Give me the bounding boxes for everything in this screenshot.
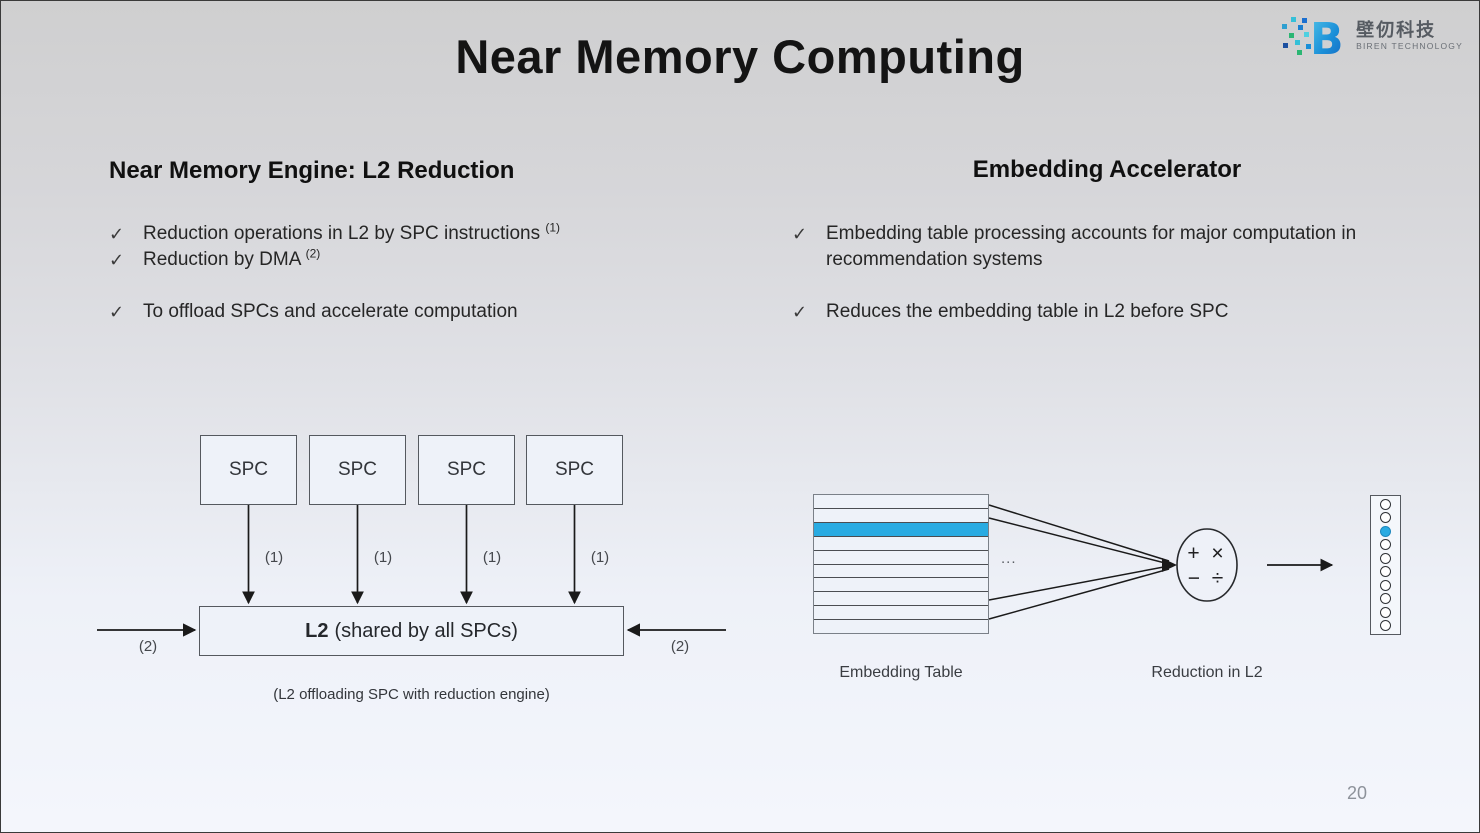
side-label-right: (2) [670, 638, 690, 655]
side-label-left: (2) [138, 638, 158, 655]
right-section-heading: Embedding Accelerator [972, 156, 1242, 183]
embedding-table-row [814, 495, 988, 509]
output-dot [1380, 606, 1391, 618]
output-dot [1380, 620, 1391, 632]
output-dot [1380, 539, 1391, 551]
check-icon: ✓ [792, 302, 808, 322]
spc-box-3: SPC [418, 435, 515, 505]
l2-box: L2 (shared by all SPCs) [199, 606, 624, 656]
arrow-label-2: (1) [373, 549, 393, 566]
logo-name-zh: 壁仞科技 [1356, 19, 1437, 40]
embedding-table-row [814, 592, 988, 607]
output-dot [1380, 566, 1391, 578]
output-dot [1380, 498, 1391, 510]
check-icon: ✓ [792, 224, 808, 244]
output-vector [1370, 495, 1401, 635]
check-icon: ✓ [109, 302, 125, 322]
left-section-heading: Near Memory Engine: L2 Reduction [109, 157, 515, 184]
arrow-label-3: (1) [482, 549, 502, 566]
left-diagram-caption: (L2 offloading SPC with reduction engine… [273, 686, 550, 703]
left-bullet-1: ✓ Reduction operations in L2 by SPC inst… [109, 221, 729, 247]
output-dot [1380, 579, 1391, 591]
operators-top: + × [1187, 542, 1227, 565]
page-number: 20 [1346, 783, 1368, 803]
arrow-label-1: (1) [264, 549, 284, 566]
embedding-table [813, 494, 989, 634]
left-bullet-2: ✓ Reduction by DMA (2) [109, 247, 729, 273]
embedding-table-label: Embedding Table [839, 664, 963, 681]
operators-bottom: − ÷ [1187, 567, 1227, 590]
embedding-table-row [814, 606, 988, 621]
svg-text:B: B [1310, 14, 1344, 60]
spc-label: SPC [446, 459, 487, 480]
bullet-text: To offload SPCs and accelerate computati… [143, 301, 518, 322]
output-dot [1380, 552, 1391, 564]
right-bullet-2: ✓ Reduces the embedding table in L2 befo… [792, 299, 1436, 325]
spc-label: SPC [337, 459, 378, 480]
biren-logo-icon: B [1282, 14, 1344, 60]
bullet-text: Reduction operations in L2 by SPC instru… [143, 220, 561, 244]
bullet-text: Reduces the embedding table in L2 before… [826, 301, 1229, 322]
right-bullet-1: ✓ Embedding table processing accounts fo… [792, 221, 1436, 273]
l2-box-title: L2 [305, 619, 329, 642]
embedding-table-row [814, 578, 988, 593]
footnote-marker: (2) [305, 246, 321, 261]
output-dot [1380, 512, 1391, 524]
output-dot-highlighted [1380, 525, 1391, 537]
spc-box-2: SPC [309, 435, 406, 505]
ellipsis-text: ... [1001, 550, 1017, 567]
output-dot [1380, 593, 1391, 605]
logo-name-en: BIREN TECHNOLOGY [1356, 41, 1463, 52]
spc-box-4: SPC [526, 435, 623, 505]
reduction-label: Reduction in L2 [1151, 664, 1263, 681]
spc-label: SPC [228, 459, 269, 480]
reduction-operators: + × − ÷ [1179, 539, 1235, 593]
biren-logo-text: 壁仞科技 BIREN TECHNOLOGY [1356, 19, 1463, 52]
biren-logo: B 壁仞科技 BIREN TECHNOLOGY [1280, 12, 1463, 60]
left-bullet-3: ✓ To offload SPCs and accelerate computa… [109, 299, 729, 325]
bullet-text: Reduction by DMA (2) [143, 246, 321, 270]
l2-box-subtitle: (shared by all SPCs) [334, 619, 518, 642]
embedding-table-row [814, 537, 988, 551]
spc-label: SPC [554, 459, 595, 480]
embedding-table-row [814, 620, 988, 633]
page-title: Near Memory Computing [455, 30, 1025, 83]
arrow-label-4: (1) [590, 549, 610, 566]
spc-box-1: SPC [200, 435, 297, 505]
check-icon: ✓ [109, 224, 125, 244]
embedding-table-row-highlighted [814, 522, 988, 537]
embedding-table-row [814, 565, 988, 579]
embedding-table-row [814, 551, 988, 565]
embedding-table-row [814, 509, 988, 523]
bullet-text: Embedding table processing accounts for … [826, 223, 1357, 270]
footnote-marker: (1) [545, 220, 561, 235]
check-icon: ✓ [109, 250, 125, 270]
